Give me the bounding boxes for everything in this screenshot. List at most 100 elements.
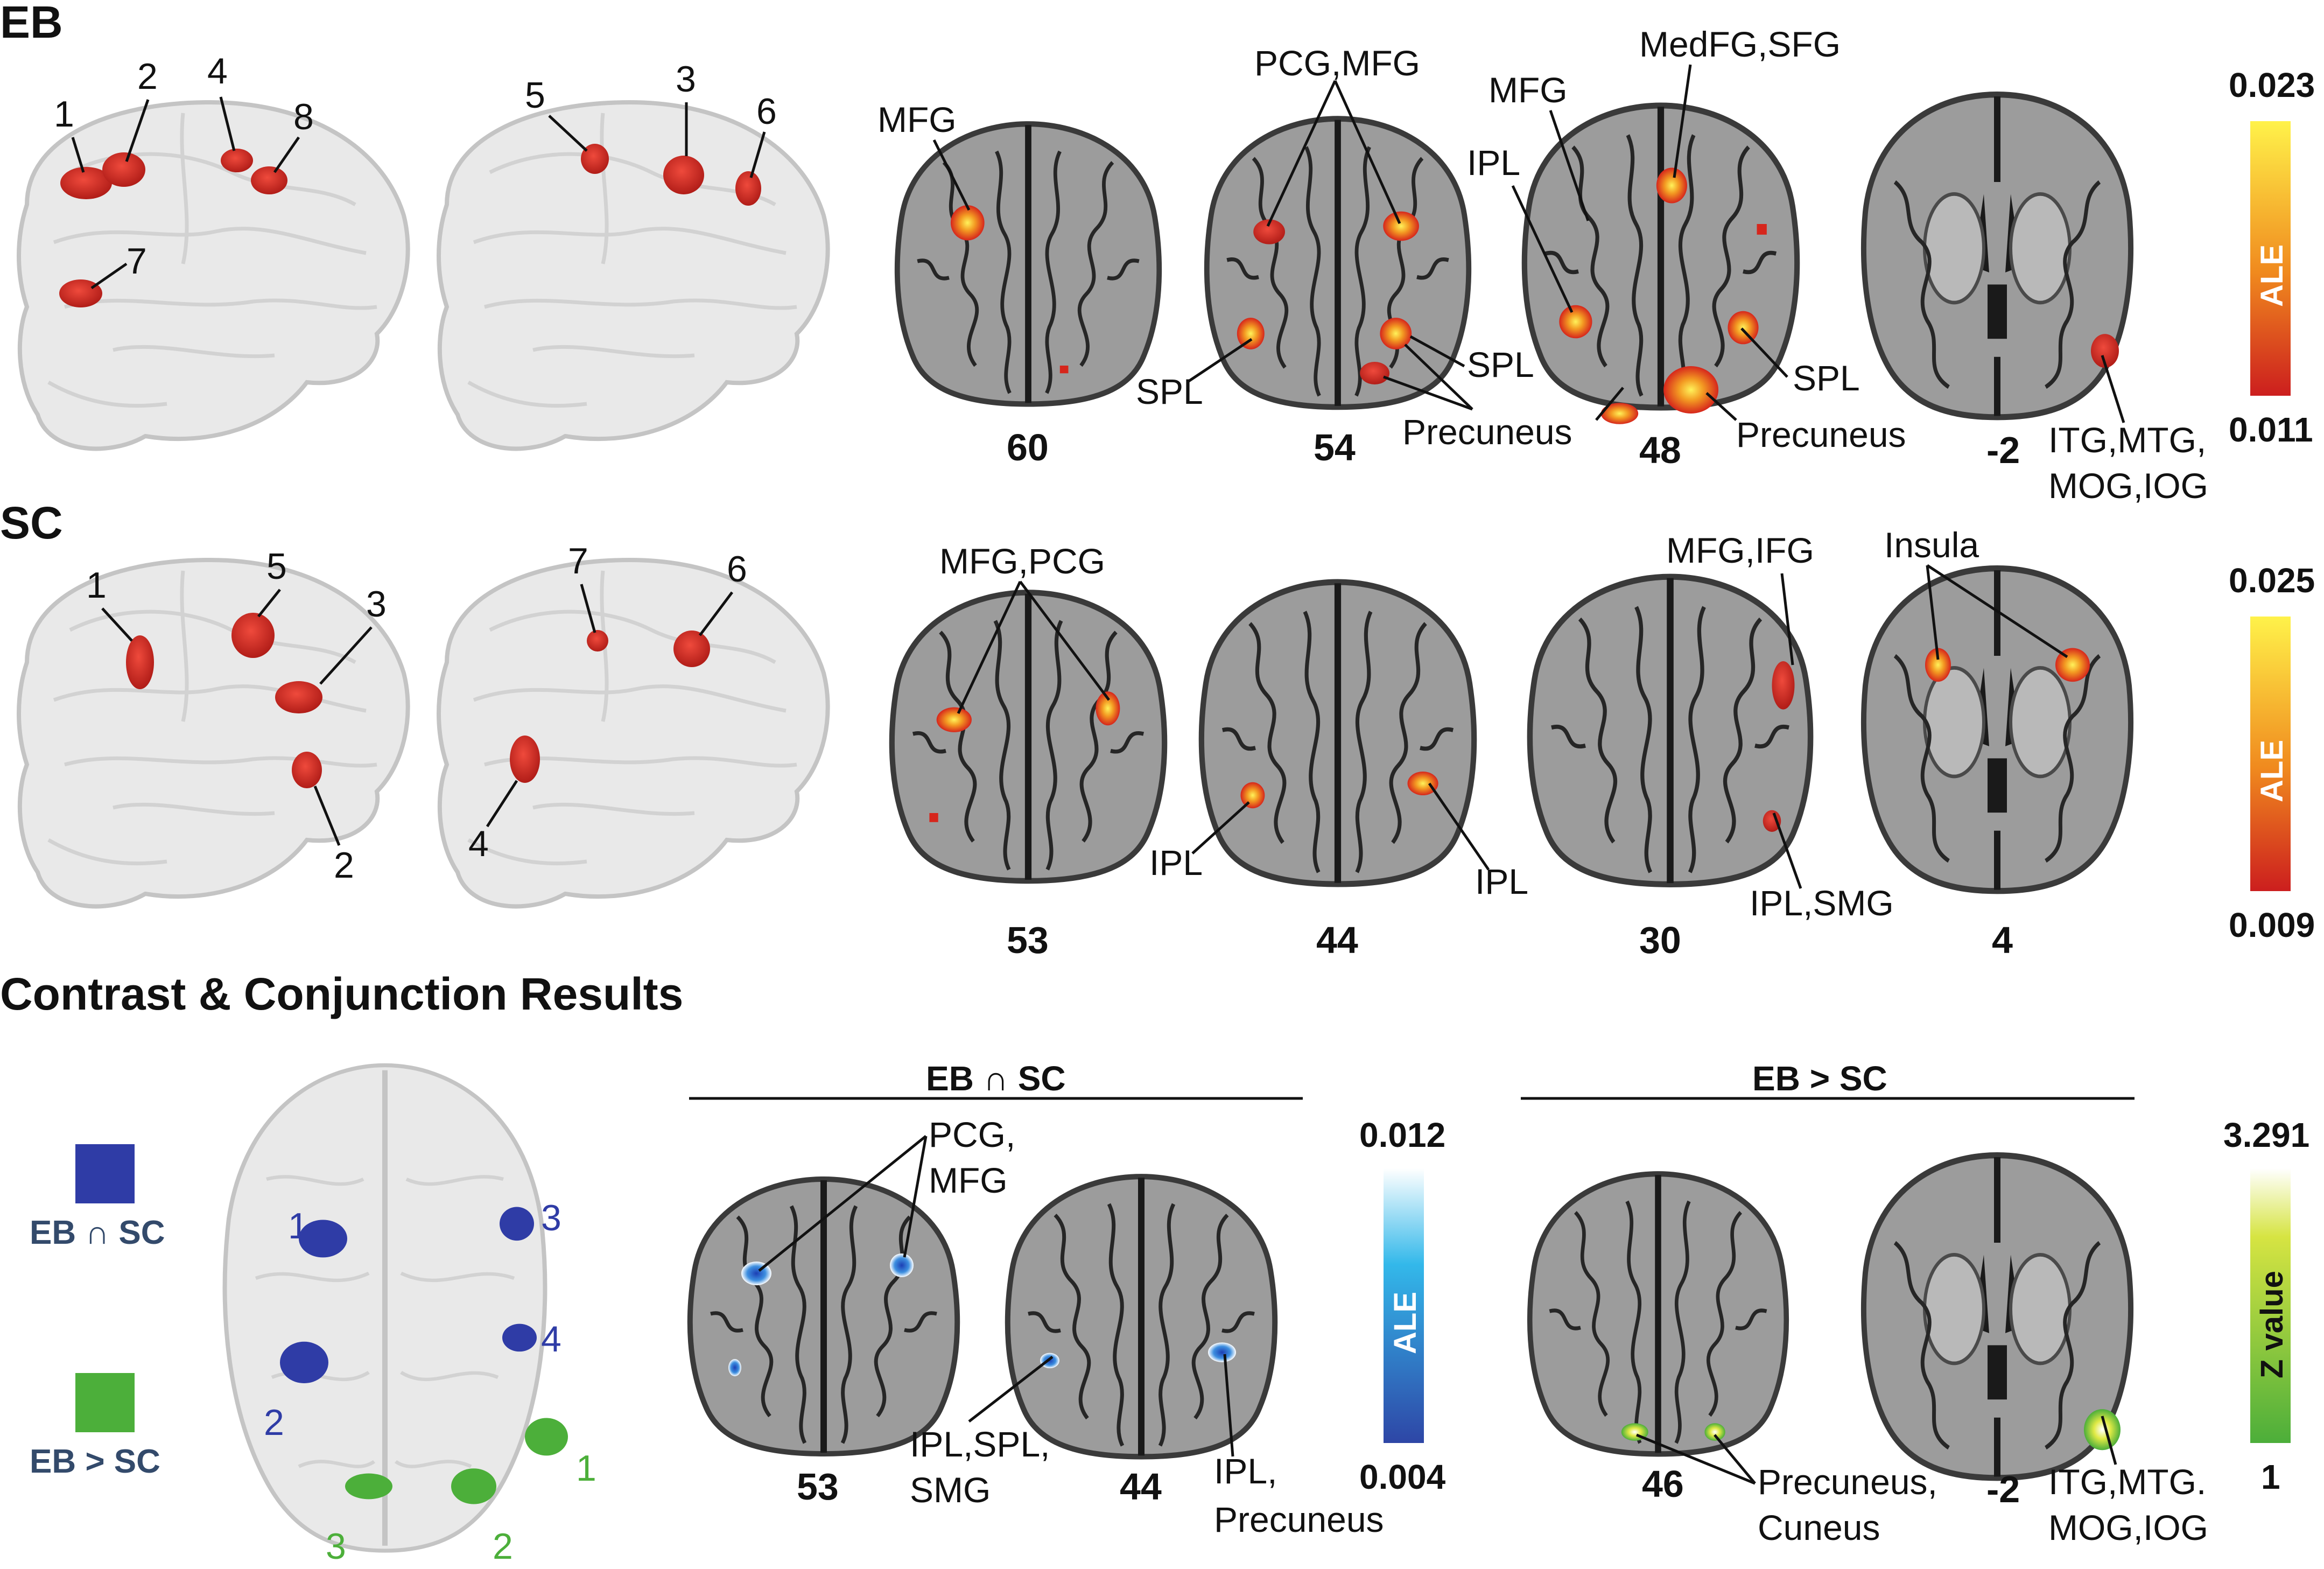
sc-render-number: 2 <box>334 845 354 886</box>
sc-label-ipl-smg: IPL,SMG <box>1750 883 1894 923</box>
eb-scale-name: ALE <box>2255 244 2290 307</box>
activation-blob <box>345 1473 392 1500</box>
eb-color-scale <box>2250 121 2291 396</box>
activation-blob <box>1559 305 1592 339</box>
blue-render-number: 3 <box>541 1197 561 1238</box>
eb-label-mfg-60: MFG <box>877 100 957 139</box>
eb-slice-number: 48 <box>1639 429 1681 471</box>
activation-blob <box>280 1341 328 1384</box>
activation-blob <box>60 167 112 199</box>
sc-label-ipl-44-left: IPL <box>1149 843 1203 882</box>
activation-blob <box>929 813 938 822</box>
sc-render-number: 7 <box>568 541 588 582</box>
z-scale-name: Z value <box>2255 1271 2290 1378</box>
diff-label-itg-line1: ITG,MTG. <box>2048 1462 2206 1502</box>
conj-label-ipl-prec-line2: Precuneus <box>1214 1500 1384 1539</box>
activation-blob <box>510 736 540 783</box>
sc-slice-30 <box>1530 577 1810 884</box>
conj-slice-44 <box>1008 1176 1275 1456</box>
diff-header: EB > SC <box>1752 1059 1887 1098</box>
eb-slice-number: 60 <box>1007 426 1049 468</box>
ale-blue-scale-name: ALE <box>1388 1292 1423 1354</box>
activation-blob <box>1772 661 1795 710</box>
eb-label-spl-48: SPL <box>1793 358 1860 398</box>
activation-blob <box>1728 311 1759 345</box>
z-scale-max: 3.291 <box>2223 1116 2309 1154</box>
activation-blob <box>126 635 154 689</box>
activation-blob <box>735 171 761 206</box>
legend-label-conjunction: EB ∩ SC <box>30 1214 165 1251</box>
green-render-number: 2 <box>493 1526 513 1567</box>
eb-slice-neg2 <box>1864 95 2131 417</box>
activation-blob <box>525 1418 568 1456</box>
blue-render-number: 1 <box>288 1206 308 1246</box>
z-color-scale <box>2250 1168 2291 1443</box>
sc-slice-number: 53 <box>1007 919 1049 961</box>
sc-slice-4 <box>1864 569 2131 891</box>
sc-slice-number: 44 <box>1316 919 1358 961</box>
activation-blob <box>950 205 985 241</box>
green-render-number: 3 <box>326 1526 346 1567</box>
ale-blue-scale-min: 0.004 <box>1359 1458 1446 1496</box>
eb-scale-min: 0.011 <box>2229 410 2313 449</box>
sc-scale-min: 0.009 <box>2229 906 2315 944</box>
eb-render-number: 3 <box>676 59 696 100</box>
conj-slice-number: 53 <box>797 1466 839 1508</box>
diff-slice-46 <box>1530 1174 1787 1454</box>
eb-slice-54 <box>1207 119 1469 408</box>
activation-blob <box>275 681 322 713</box>
activation-blob <box>1656 167 1687 204</box>
green-render-number: 1 <box>576 1448 596 1489</box>
activation-blob <box>502 1323 537 1352</box>
sc-label-mfg-ifg: MFG,IFG <box>1666 530 1814 570</box>
activation-blob <box>673 631 710 667</box>
conj-slice-number: 44 <box>1120 1466 1162 1508</box>
activation-blob <box>1059 366 1069 374</box>
ale-blue-color-scale <box>1384 1168 1424 1443</box>
eb-render-number: 6 <box>756 91 777 132</box>
activation-blob <box>292 752 322 788</box>
conj-label-pcg-line1: PCG, <box>929 1115 1015 1154</box>
diff-label-itg-line2: MOG,IOG <box>2048 1508 2208 1547</box>
activation-blob <box>2055 648 2090 682</box>
eb-render-number: 8 <box>293 96 314 137</box>
diff-slice-neg2 <box>1864 1155 2131 1478</box>
eb-slice-number: -2 <box>1986 429 2020 471</box>
activation-blob <box>1237 318 1265 349</box>
eb-title: EB <box>0 0 63 47</box>
activation-blob <box>1360 362 1390 384</box>
blue-render-number: 4 <box>541 1319 561 1360</box>
sc-label-insula: Insula <box>1884 525 1979 565</box>
eb-slice-60 <box>897 124 1159 404</box>
blue-render-number: 2 <box>264 1402 284 1443</box>
eb-label-spl-54: SPL <box>1467 345 1534 384</box>
sc-slice-number: 30 <box>1639 919 1681 961</box>
eb-label-mfg-48: MFG <box>1489 70 1568 110</box>
conj-slice-53 <box>690 1179 957 1454</box>
activation-blob <box>251 166 287 194</box>
activation-blob <box>1383 211 1419 241</box>
z-scale-min: 1 <box>2261 1458 2280 1496</box>
activation-blob <box>299 1220 347 1258</box>
legend-swatch-contrast <box>75 1373 135 1432</box>
conj-header: EB ∩ SC <box>926 1059 1066 1098</box>
eb-label-ipl-48: IPL <box>1467 143 1520 183</box>
eb-render-number: 4 <box>207 51 228 92</box>
diff-label-prec-line1: Precuneus, <box>1758 1462 1937 1502</box>
sc-render-number: 3 <box>366 584 387 625</box>
eb-render-number: 7 <box>127 241 147 282</box>
activation-blob <box>728 1359 741 1376</box>
sc-label-ipl-44-right: IPL <box>1475 861 1528 901</box>
conj-label-ipl-prec-line1: IPL, <box>1214 1451 1277 1491</box>
conj-label-ipl-spl-line2: SMG <box>910 1470 991 1510</box>
eb-label-itg-line2: MOG,IOG <box>2048 466 2208 506</box>
diff-slice-number: 46 <box>1642 1463 1684 1505</box>
eb-label-itg-line1: ITG,MTG, <box>2048 420 2206 460</box>
activation-blob <box>1253 219 1285 244</box>
eb-label-precuneus-48: Precuneus <box>1736 415 1906 454</box>
legend-swatch-conjunction <box>75 1144 135 1203</box>
sc-render-number: 1 <box>86 565 107 606</box>
eb-label-precuneus-54: Precuneus <box>1402 412 1572 452</box>
activation-blob <box>1208 1342 1236 1362</box>
sc-render-number: 6 <box>727 549 747 590</box>
